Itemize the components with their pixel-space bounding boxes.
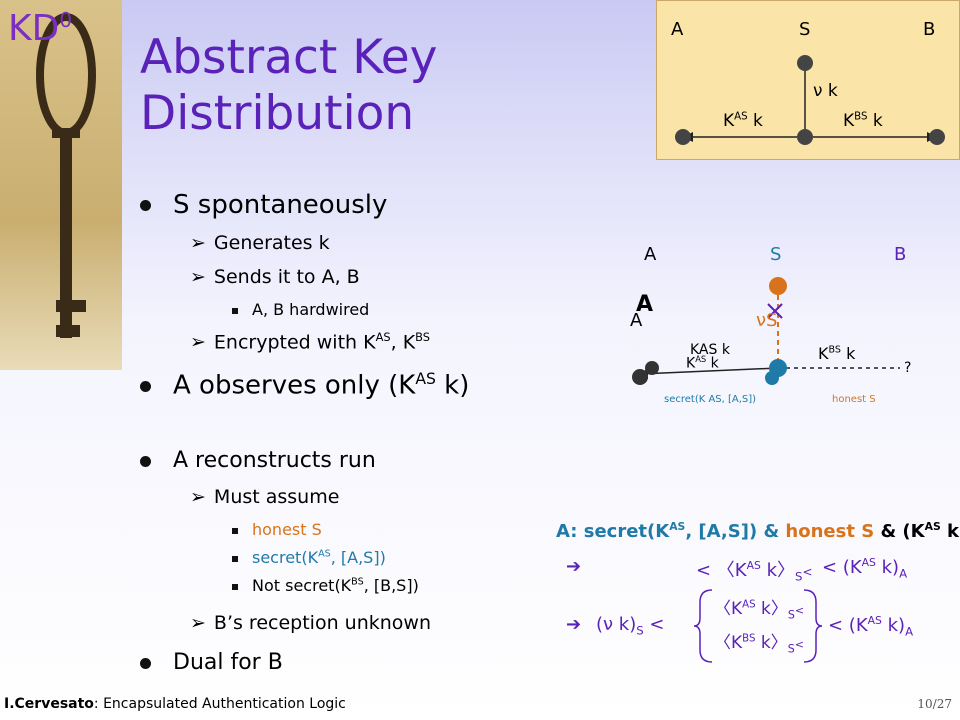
inset-label-s: S bbox=[799, 19, 811, 40]
observation-arrows bbox=[632, 277, 900, 385]
slide-logo: KD0 bbox=[8, 8, 73, 49]
diag-kas-top: KAS k bbox=[690, 342, 730, 358]
formula-line-2: < 〈KAS k〉S< bbox=[696, 559, 813, 584]
bullet-dot bbox=[140, 455, 151, 467]
bullet-a-observes: A observes only (KAS k) bbox=[140, 370, 469, 401]
sub-encrypted: ➢Encrypted with KAS, KBS bbox=[190, 330, 431, 354]
formula-line-3-rhs: < (KAS k)A bbox=[828, 614, 914, 639]
page-number: 10/27 bbox=[917, 697, 952, 711]
sub-sends-it: ➢Sends it to A, B bbox=[190, 266, 360, 288]
inset-label-b: B bbox=[923, 19, 936, 40]
antique-key-icon bbox=[36, 13, 96, 338]
sub-generates-k: ➢Generates k bbox=[190, 232, 330, 254]
subsub-hardwired: A, B hardwired bbox=[232, 300, 369, 319]
inset-arrows bbox=[675, 55, 945, 145]
page-title: Abstract Key Distribution bbox=[140, 30, 438, 141]
diag-label-a: A bbox=[644, 244, 657, 265]
observation-diagram: A S B A A νS KAS k KAS k KBS k ? secret(… bbox=[600, 236, 940, 416]
formula-left-brace bbox=[693, 589, 713, 663]
subsub-secret-as: secret(KAS, [A,S]) bbox=[232, 548, 386, 567]
formula-arrow-1: ➔ bbox=[566, 556, 582, 577]
inset-diagram: A S B ν k KAS k KBS k bbox=[656, 0, 960, 160]
bullet-dot bbox=[140, 200, 151, 211]
bullet-dot bbox=[140, 657, 151, 669]
bullet-a-reconstructs: A reconstructs run bbox=[140, 448, 376, 473]
sub-b-reception: ➢B’s reception unknown bbox=[190, 612, 431, 634]
subsub-not-secret-bs: Not secret(KBS, [B,S]) bbox=[232, 576, 419, 595]
inset-kbs-label: KBS k bbox=[843, 111, 883, 131]
diag-honest-label: honest S bbox=[832, 394, 876, 405]
formula-line-2-rhs: < (KAS k)A bbox=[822, 556, 908, 581]
diag-a-plain: A bbox=[630, 310, 643, 331]
inset-kas-label: KAS k bbox=[723, 111, 763, 131]
formula-line-3-lhs: (ν k)S < bbox=[596, 614, 665, 638]
subsub-honest-s: honest S bbox=[232, 520, 322, 539]
formula-right-brace bbox=[803, 589, 823, 663]
footer-citation: I.Cervesato: Encapsulated Authentication… bbox=[4, 696, 346, 712]
formula-line-3-top: 〈KAS k〉S< bbox=[714, 599, 805, 622]
bullet-s-spontaneously: S spontaneously bbox=[140, 190, 387, 220]
diag-kas-mid: KAS k bbox=[686, 354, 719, 372]
diag-nu-s: νS bbox=[756, 310, 778, 331]
inset-nu-k: ν k bbox=[813, 81, 838, 101]
sub-must-assume: ➢Must assume bbox=[190, 486, 340, 508]
diag-label-s: S bbox=[770, 244, 782, 265]
diag-label-b: B bbox=[894, 244, 907, 265]
diag-kbs-label: KBS k bbox=[818, 344, 856, 363]
diag-question: ? bbox=[904, 360, 912, 376]
inset-label-a: A bbox=[671, 19, 684, 40]
formula-line-1: A: secret(KAS, [A,S]) & honest S & (KAS … bbox=[556, 520, 960, 542]
diag-secret-label: secret(K AS, [A,S]) bbox=[664, 394, 757, 405]
bullet-dot bbox=[140, 380, 151, 392]
formula-arrow-2: ➔ bbox=[566, 614, 582, 635]
diag-a-bold: A bbox=[636, 292, 654, 317]
formula-line-3-bottom: 〈KBS k〉S< bbox=[714, 633, 804, 656]
bullet-dual-for-b: Dual for B bbox=[140, 650, 283, 675]
